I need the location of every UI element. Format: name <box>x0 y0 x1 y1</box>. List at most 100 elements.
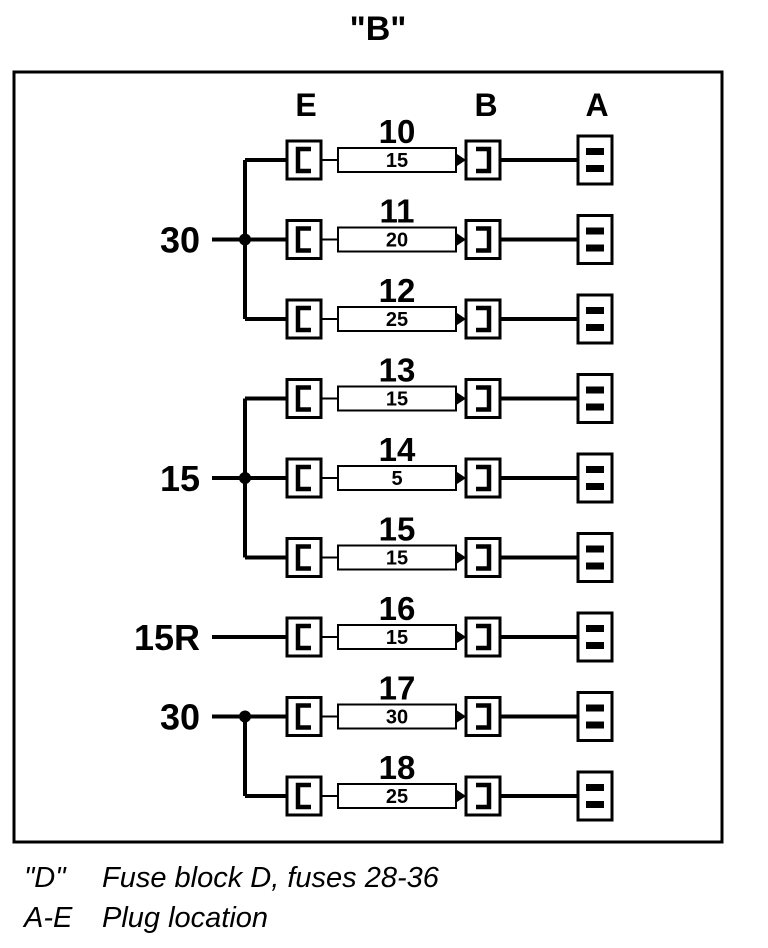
fuse-number: 10 <box>379 113 416 150</box>
fuse-number: 17 <box>379 670 416 707</box>
fuse-arrow <box>457 313 466 325</box>
plug-a-pin <box>586 562 604 570</box>
plug-e-terminal <box>295 703 311 730</box>
fuse-body <box>337 226 457 253</box>
fuse-body <box>337 385 457 412</box>
plug-e-connector <box>285 457 323 499</box>
plug-b-connector <box>464 219 502 260</box>
fuse-rating: 20 <box>386 230 408 252</box>
plug-a-pin <box>586 386 604 394</box>
plug-b-terminal <box>476 464 492 492</box>
plug-a-connector <box>576 293 614 345</box>
plug-e-connector <box>285 537 323 578</box>
fuse-arrow <box>457 233 466 246</box>
fuse-rating: 30 <box>386 707 408 729</box>
plug-a-pin <box>586 307 604 314</box>
fuse-rating: 5 <box>391 468 402 490</box>
fuse-block-diagram: "B" E B A 151020112512151351415151516301… <box>12 10 724 844</box>
fuse-number: 18 <box>379 749 416 786</box>
plug-a-connector <box>576 214 614 265</box>
plug-b-connector <box>464 298 502 340</box>
plug-a-pin <box>586 466 604 473</box>
fuse-rating: 15 <box>386 627 408 649</box>
plug-b-terminal <box>476 226 492 253</box>
fuse-body <box>337 703 457 730</box>
fuse-body <box>337 624 457 650</box>
plug-a-pin <box>586 403 604 411</box>
fuse-arrow <box>457 472 466 484</box>
feed-label: 30 <box>160 220 200 261</box>
fuse-arrow <box>457 710 466 723</box>
legend-row: A-E Plug location <box>24 898 764 938</box>
fuse-body <box>337 147 457 173</box>
fuse-rating: 25 <box>386 786 408 808</box>
legend-key: A-E <box>24 902 73 934</box>
column-header-a: A <box>585 87 608 123</box>
power-feed-2: 15 <box>160 396 287 560</box>
legend-text: Fuse block D, fuses 28-36 <box>102 862 439 894</box>
plug-e-terminal <box>295 226 311 253</box>
plug-e-connector <box>285 775 323 817</box>
fuse-rating: 15 <box>386 548 408 570</box>
fuse-arrow <box>457 551 466 564</box>
plug-a-pin <box>586 244 604 252</box>
plug-a-pin <box>586 704 604 712</box>
fuse-row-14: 514 <box>285 431 614 504</box>
fuse-arrow <box>457 631 466 643</box>
plug-a-pin <box>586 625 604 632</box>
plug-b-terminal <box>476 305 492 333</box>
plug-b-terminal <box>476 782 492 810</box>
fuse-rating: 15 <box>386 389 408 411</box>
plug-a-pin <box>586 642 604 649</box>
column-header-e: E <box>295 87 316 123</box>
fuse-block-frame <box>12 70 724 844</box>
plug-b-connector <box>464 457 502 499</box>
plug-b-connector <box>464 537 502 578</box>
plug-a-pin <box>586 324 604 331</box>
fuse-arrow <box>457 392 466 405</box>
fuse-number: 15 <box>379 511 416 548</box>
feed-junction-dot <box>239 472 251 484</box>
plug-b-connector <box>464 378 502 419</box>
plug-a-pin <box>586 165 604 172</box>
plug-b-terminal <box>476 703 492 730</box>
plug-e-terminal <box>295 782 311 810</box>
plug-e-terminal <box>295 544 311 571</box>
feed-label: 15R <box>134 617 200 658</box>
plug-a-connector <box>576 452 614 504</box>
power-feed-1: 30 <box>160 158 287 321</box>
fuse-body <box>337 544 457 571</box>
plug-e-terminal <box>295 385 311 412</box>
fuse-rating: 25 <box>386 309 408 331</box>
feed-junction-dot <box>239 233 251 246</box>
power-feed-3: 15R <box>134 617 287 658</box>
plug-e-connector <box>285 616 323 658</box>
fuse-number: 16 <box>379 590 416 627</box>
plug-a-pin <box>586 227 604 235</box>
legend: "D" Fuse block D, fuses 28-36 A-E Plug l… <box>24 858 764 938</box>
diagram-title: "B" <box>350 10 407 48</box>
plug-e-connector <box>285 378 323 419</box>
plug-b-terminal <box>476 623 492 651</box>
plug-e-connector <box>285 139 323 181</box>
plug-a-connector <box>576 691 614 742</box>
plug-a-pin <box>586 545 604 553</box>
plug-e-terminal <box>295 623 311 651</box>
plug-a-connector <box>576 770 614 822</box>
fuse-number: 14 <box>379 431 416 468</box>
plug-a-pin <box>586 721 604 729</box>
plug-b-connector <box>464 696 502 737</box>
legend-row: "D" Fuse block D, fuses 28-36 <box>24 858 764 898</box>
feed-label: 15 <box>160 458 200 499</box>
plug-b-terminal <box>476 544 492 571</box>
plug-e-terminal <box>295 464 311 492</box>
fuse-number: 13 <box>379 352 416 389</box>
